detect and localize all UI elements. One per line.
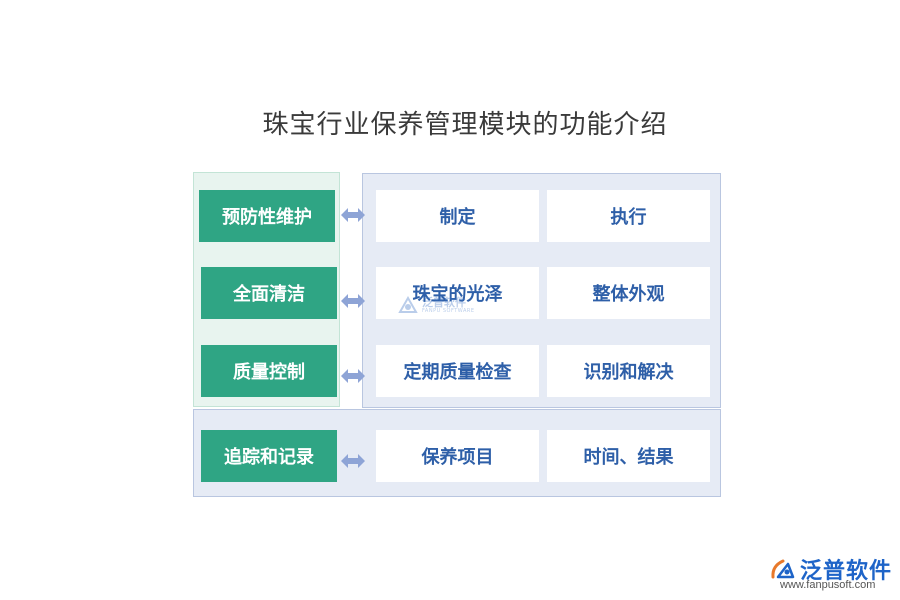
double-arrow-icon	[341, 454, 365, 468]
category-tracking-records: 追踪和记录	[201, 430, 337, 482]
logo-name: 泛普软件	[800, 559, 893, 584]
item-maintenance-items: 保养项目	[376, 430, 539, 482]
item-formulate: 制定	[376, 190, 539, 242]
category-quality-control: 质量控制	[201, 345, 337, 397]
item-identify-resolve: 识别和解决	[547, 345, 710, 397]
item-jewelry-luster: 珠宝的光泽	[376, 267, 539, 319]
item-execute: 执行	[547, 190, 710, 242]
double-arrow-icon	[341, 294, 365, 308]
fanpu-logo-icon	[771, 559, 795, 579]
item-overall-appearance: 整体外观	[547, 267, 710, 319]
item-time-results: 时间、结果	[547, 430, 710, 482]
double-arrow-icon	[341, 208, 365, 222]
double-arrow-icon	[341, 369, 365, 383]
item-regular-quality-check: 定期质量检查	[376, 345, 539, 397]
diagram-title: 珠宝行业保养管理模块的功能介绍	[262, 110, 668, 140]
fanpu-logo: 泛普软件	[770, 553, 892, 585]
category-preventive-maintenance: 预防性维护	[199, 190, 335, 242]
logo-url: www.fanpusoft.com	[780, 579, 876, 591]
category-thorough-cleaning: 全面清洁	[201, 267, 337, 319]
